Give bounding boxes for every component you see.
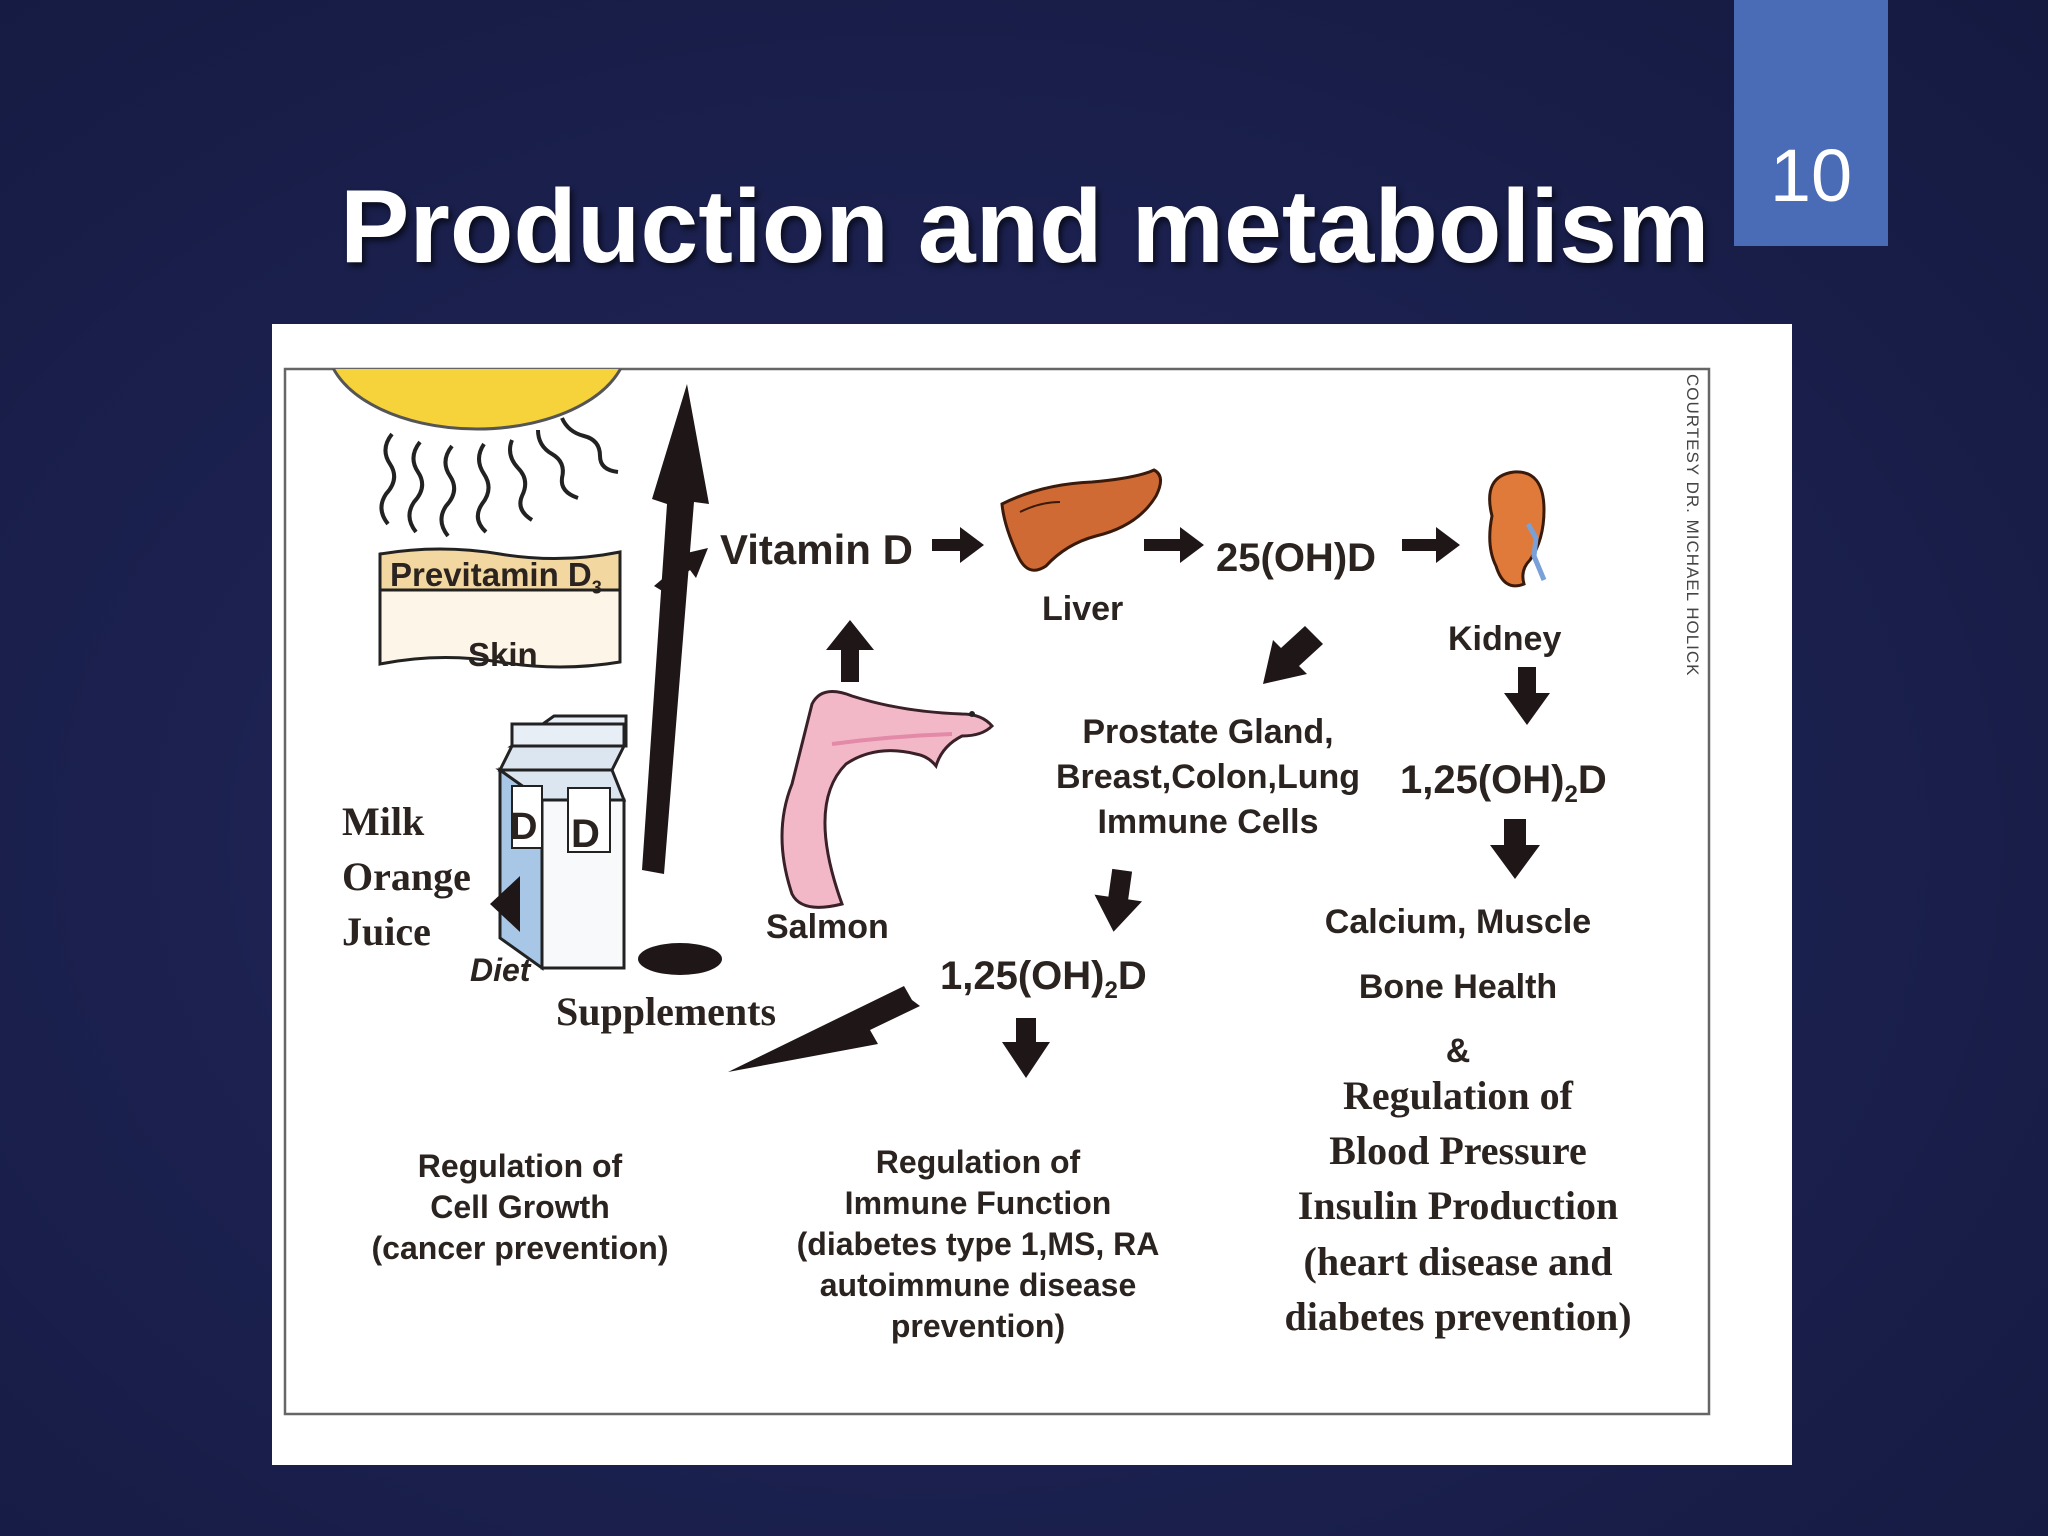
cell-growth-line: Cell Growth (430, 1188, 610, 1225)
regulation-bp-label: Regulation of Blood Pressure Insulin Pro… (1284, 1068, 1631, 1344)
arrow-diet-to-vitamind (642, 384, 709, 874)
calcium-line: & (1445, 1032, 1471, 1071)
courtesy-credit: COURTESY DR. MICHAEL HOLICK (1683, 374, 1702, 677)
salmon-label: Salmon (766, 908, 889, 946)
regulation-bp-line: diabetes prevention) (1284, 1293, 1632, 1339)
sun-icon (331, 369, 623, 538)
tissues-line: Prostate Gland, (1082, 713, 1334, 751)
arrow-125-to-cellgrowth (728, 986, 920, 1072)
previtamin-label: Previtamin D3 (390, 556, 602, 598)
kidney-125ohd-label: 1,25(OH)2D (1400, 758, 1607, 808)
immune-line: autoimmune disease (819, 1266, 1137, 1303)
milk-carton-icon (490, 714, 628, 971)
immune-line: (diabetes type 1,MS, RA (796, 1225, 1160, 1262)
skin-block-icon (378, 547, 622, 669)
diagram-graphics (283, 367, 1711, 1416)
liver-label: Liver (1042, 590, 1124, 628)
skin-label: Skin (468, 636, 538, 673)
carton-letter-left: D (510, 806, 538, 848)
arrow-25ohd-to-tissues (1263, 626, 1323, 684)
slide-title: Production and metabolism (340, 169, 1710, 285)
carton-letter-right: D (571, 812, 600, 856)
tissues-line: Breast,Colon,Lung (1055, 757, 1361, 796)
vitamin-d-label: Vitamin D (720, 526, 913, 573)
diet-label: Diet (470, 952, 531, 988)
arrow-kidney125-down (1490, 819, 1540, 879)
immune-function-label: Regulation of Immune Function (diabetes … (797, 1142, 1160, 1347)
regulation-bp-line: Blood Pressure (1329, 1128, 1587, 1174)
arrow-125-down (1002, 1018, 1050, 1078)
slide-number: 10 (1734, 0, 1888, 246)
diet-item: Juice (342, 909, 431, 955)
kidney-icon (1488, 470, 1547, 588)
calcium-line: Bone Health (1358, 967, 1558, 1006)
tissues-line: Immune Cells (1097, 802, 1319, 841)
supplement-pill-icon (638, 943, 722, 975)
diet-item: Orange (342, 854, 471, 900)
immune-line: Immune Function (844, 1184, 1112, 1221)
arrow-liver-to-25ohd (1144, 527, 1204, 563)
salmon-icon (780, 690, 995, 909)
immune-line: prevention) (890, 1307, 1066, 1344)
immune-line: Regulation of (875, 1144, 1081, 1180)
cell-growth-line: (cancer prevention) (371, 1229, 669, 1266)
regulation-bp-line: Regulation of (1343, 1073, 1573, 1118)
arrow-vitamind-to-liver (932, 527, 984, 563)
liver-icon (1000, 468, 1162, 572)
diagram-panel: COURTESY DR. MICHAEL HOLICK Previtamin D… (272, 324, 1792, 1465)
kidney-label: Kidney (1448, 620, 1562, 658)
arrow-tissues-down (1094, 868, 1143, 932)
supplements-label: Supplements (556, 989, 777, 1034)
arrow-25ohd-to-kidney (1402, 527, 1460, 563)
calcium-line: Calcium, Muscle (1324, 903, 1592, 941)
regulation-bp-line: Insulin Production (1297, 1183, 1619, 1229)
25ohd-label: 25(OH)D (1216, 536, 1377, 580)
diet-item: Milk (342, 799, 425, 844)
arrow-kidney-down (1504, 667, 1550, 725)
diagram-frame (283, 367, 1711, 1416)
regulation-bp-line: (heart disease and (1303, 1238, 1613, 1284)
tissue-125ohd-label: 1,25(OH)2D (940, 954, 1147, 1004)
arrow-salmon-to-vitamind (826, 620, 874, 682)
cell-growth-label: Regulation of Cell Growth (cancer preven… (372, 1146, 669, 1269)
cell-growth-line: Regulation of (417, 1148, 623, 1184)
calcium-bone-label: Calcium, Muscle Bone Health & (1325, 890, 1591, 1084)
target-tissues-label: Prostate Gland, Breast,Colon,Lung Immune… (1056, 710, 1360, 845)
milk-juice-label: Milk Orange Juice (342, 794, 471, 960)
